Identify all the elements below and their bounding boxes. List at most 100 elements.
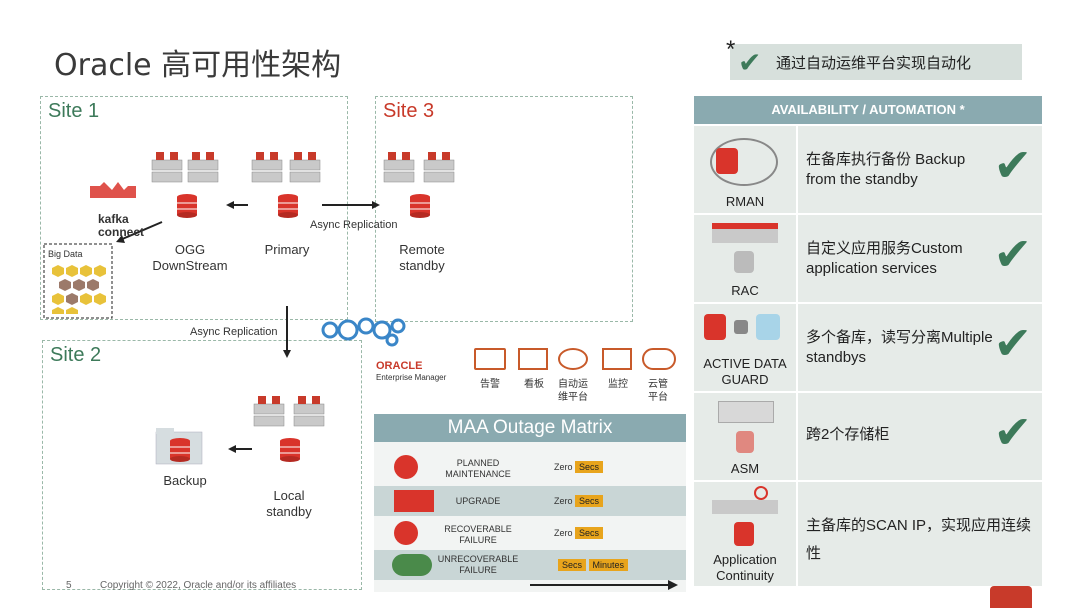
panel-row-rman: RMAN 在备库执行备份 Backup from the standby ✔	[694, 126, 1042, 213]
site2-label: Site 2	[50, 344, 102, 366]
async-replication-label-2: Async Replication	[190, 326, 278, 338]
site3-label: Site 3	[383, 100, 435, 122]
availability-panel: AVAILABILITY / AUTOMATION * RMAN 在备库执行备份…	[694, 96, 1042, 588]
maa-row-left: Zero	[554, 496, 573, 506]
maa-row-left: Zero	[554, 462, 573, 472]
monitor-icon[interactable]	[602, 348, 632, 370]
maa-row-values: Zero Secs	[554, 461, 604, 473]
rman-text-cell: 在备库执行备份 Backup from the standby ✔	[798, 126, 1042, 213]
page-title: Oracle 高可用性架构	[54, 48, 342, 83]
adg-standby-icon	[756, 314, 780, 340]
check-icon: ✔	[738, 46, 762, 79]
panel-row-rac: RAC 自定义应用服务Custom application services ✔	[694, 215, 1042, 302]
maa-row-left: Zero	[554, 528, 573, 538]
rman-text: 在备库执行备份 Backup from the standby	[806, 151, 966, 188]
globe-icon	[392, 554, 432, 576]
rac-storage-icon	[734, 251, 754, 273]
site1-label: Site 1	[48, 100, 100, 122]
timeline-arrow	[530, 584, 670, 586]
timeline-arrowhead	[668, 580, 678, 590]
panel-row-adg: ACTIVE DATA GUARD 多个备库，读写分离Multiple stan…	[694, 304, 1042, 391]
remote-label: Remote standby	[399, 242, 445, 273]
async-replication-label-1: Async Replication	[310, 219, 398, 231]
ac-gear-icon	[754, 486, 768, 500]
maa-row-name: UPGRADE	[455, 496, 501, 506]
recoverable-icon	[394, 521, 418, 545]
site2-box	[42, 340, 362, 590]
rac-text: 自定义应用服务Custom application services	[806, 240, 963, 277]
server-icons	[43, 151, 455, 465]
rman-db-icon	[716, 148, 738, 174]
rac-text-cell: 自定义应用服务Custom application services ✔	[798, 215, 1042, 302]
copyright: Copyright © 2022, Oracle and/or its affi…	[100, 580, 297, 591]
check-icon: ✔	[993, 227, 1032, 281]
maa-matrix: MAA Outage Matrix PLANNED MAINTENANCE Ze…	[374, 414, 686, 592]
maa-row-values: Zero Secs	[554, 495, 604, 507]
maa-row: RECOVERABLE FAILURE Zero Secs	[374, 518, 686, 548]
oracle-corner-logo	[990, 586, 1032, 608]
em-brand: ORACLE	[376, 360, 423, 372]
adg-text: 多个备库，读写分离Multiple standbys	[806, 329, 993, 366]
primary-label: Primary	[264, 242, 310, 257]
asm-storage-icon	[718, 401, 774, 423]
em-product: Enterprise Manager	[376, 373, 447, 382]
rac-cell: RAC	[694, 215, 796, 302]
adg-cell: ACTIVE DATA GUARD	[694, 304, 796, 391]
maa-row-values: Secs Minutes	[558, 559, 629, 571]
maa-row-left: Secs	[558, 559, 587, 571]
dashboard-icon[interactable]	[518, 348, 548, 370]
maa-row-right: Secs	[575, 495, 604, 507]
adg-label: ACTIVE DATA GUARD	[703, 356, 787, 387]
asm-label: ASM	[730, 461, 760, 476]
maintenance-icon	[394, 455, 418, 479]
site1-box	[40, 96, 348, 320]
maa-row: UPGRADE Zero Secs	[374, 486, 686, 516]
rac-label: RAC	[731, 283, 759, 298]
maa-title: MAA Outage Matrix	[374, 414, 686, 442]
ac-text: 主备库的SCAN IP，实现应用连续性	[806, 517, 1032, 562]
em-item-alert[interactable]: 告警	[480, 379, 500, 390]
em-item-cloud[interactable]: 云管平台	[648, 379, 668, 403]
ac-text-cell: 主备库的SCAN IP，实现应用连续性	[798, 482, 1042, 586]
maa-row-right: Minutes	[588, 559, 629, 571]
upgrade-icon	[394, 490, 434, 512]
kafka-label: kafka connect	[98, 212, 145, 239]
site3-box	[375, 96, 633, 322]
panel-row-ac: Application Continuity 主备库的SCAN IP，实现应用连…	[694, 482, 1042, 586]
asm-cell: ASM	[694, 393, 796, 480]
asm-db-icon	[736, 431, 754, 453]
cloud-icon[interactable]	[642, 348, 676, 370]
asm-text-cell: 跨2个存储柜 ✔	[798, 393, 1042, 480]
page-number: 5	[66, 580, 72, 591]
automation-note-text: 通过自动运维平台实现自动化	[776, 55, 972, 72]
ac-db-icon	[734, 522, 754, 546]
backup-label: Backup	[163, 473, 207, 488]
rac-icon	[712, 223, 778, 243]
maa-row: PLANNED MAINTENANCE Zero Secs	[374, 452, 686, 482]
alert-icon[interactable]	[474, 348, 506, 370]
asterisk: *	[726, 36, 736, 63]
maa-row-right: Secs	[575, 461, 604, 473]
rman-cell: RMAN	[694, 126, 796, 213]
ogg-label: OGG DownStream	[152, 242, 228, 273]
automation-note: * ✔ 通过自动运维平台实现自动化	[726, 36, 1022, 80]
panel-header: AVAILABILITY / AUTOMATION *	[694, 96, 1042, 124]
em-item-monitor[interactable]: 监控	[608, 379, 628, 390]
rman-label: RMAN	[725, 194, 765, 209]
em-item-automation[interactable]: 自动运维平台	[558, 379, 588, 403]
automation-icon[interactable]	[558, 348, 588, 370]
check-icon: ✔	[993, 316, 1032, 370]
check-icon: ✔	[993, 405, 1032, 459]
maa-row: UNRECOVERABLE FAILURE Secs Minutes	[374, 550, 686, 580]
bigdata-label: Big Data	[48, 249, 83, 259]
maa-row-name: PLANNED MAINTENANCE	[445, 458, 511, 479]
adg-text-cell: 多个备库，读写分离Multiple standbys ✔	[798, 304, 1042, 391]
em-item-dashboard[interactable]: 看板	[524, 379, 544, 390]
asm-text: 跨2个存储柜	[806, 426, 890, 443]
maa-row-values: Zero Secs	[554, 527, 604, 539]
maa-row-name: UNRECOVERABLE FAILURE	[437, 554, 519, 575]
em-toolbar: 告警 看板 自动运维平台 监控 云管平台	[470, 346, 686, 406]
ac-server-icon	[712, 500, 778, 514]
maa-row-right: Secs	[575, 527, 604, 539]
ac-cell: Application Continuity	[694, 482, 796, 586]
